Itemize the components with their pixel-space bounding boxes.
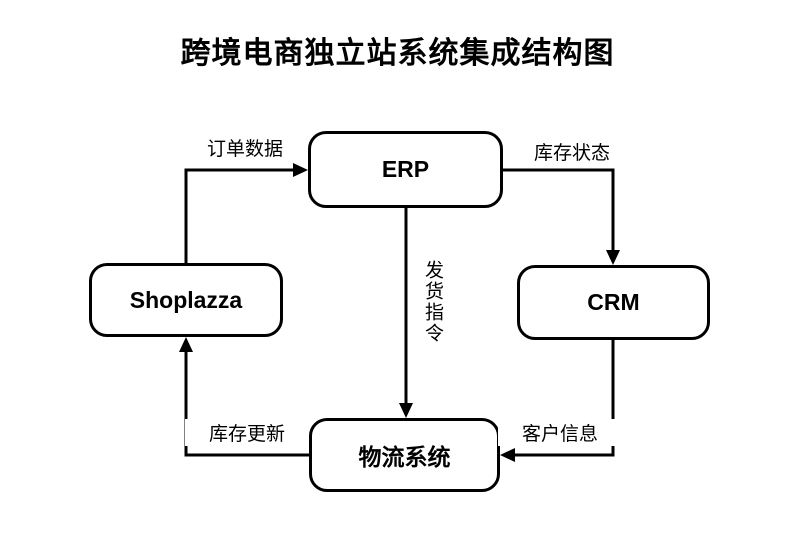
node-logistics-label: 物流系统 (358, 444, 451, 470)
arrowhead-up-icon (179, 337, 193, 352)
edge-customer-info (500, 340, 615, 462)
arrowhead-down-icon (606, 250, 620, 265)
edge-label-order-data: 订单数据 (183, 134, 307, 161)
node-logistics: 物流系统 (309, 418, 500, 492)
edge-shipping-order (399, 208, 413, 418)
edge-label-inventory-update: 库存更新 (185, 419, 309, 446)
node-erp: ERP (308, 131, 503, 208)
node-shoplazza-label: Shoplazza (129, 286, 243, 313)
edge-label-shipping-order: 发货指令 (420, 254, 444, 349)
arrowhead-right-icon (293, 163, 308, 177)
node-crm: CRM (517, 265, 710, 340)
diagram-title: 跨境电商独立站系统集成结构图 (180, 37, 615, 70)
arrowhead-left-icon (500, 448, 515, 462)
node-erp-label: ERP (381, 156, 430, 182)
edge-order-data (184, 163, 308, 263)
node-shoplazza: Shoplazza (89, 263, 283, 337)
edge-label-inventory-status: 库存状态 (510, 138, 634, 165)
arrowhead-down-icon (399, 403, 413, 418)
edge-inventory-status (503, 168, 620, 265)
node-crm-label: CRM (587, 289, 640, 315)
edge-label-customer-info: 客户信息 (498, 419, 622, 446)
edge-inventory-update (179, 337, 309, 457)
